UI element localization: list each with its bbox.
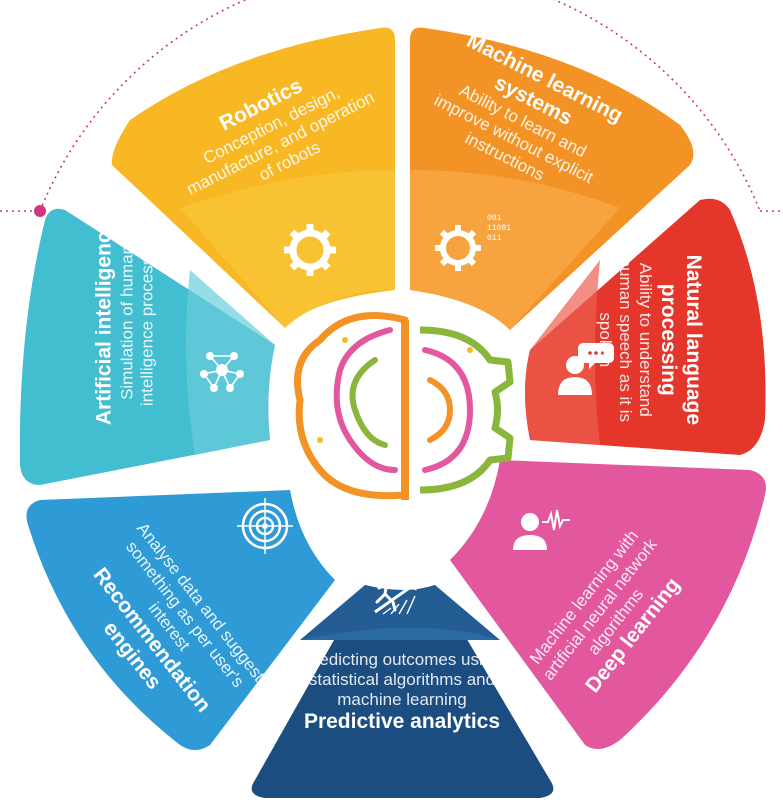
artificial-intelligence-title: Artificial intelligence — [92, 219, 116, 426]
nlp-description: Ability to understand human speech as it… — [596, 257, 656, 423]
predictive-analytics-description: Predicting outcomes using statistical al… — [302, 650, 502, 710]
dotted-arc-dot — [34, 205, 46, 217]
segment-recommendation — [26, 490, 335, 750]
artificial-intelligence-description: Simulation of human intelligence process… — [117, 238, 157, 407]
segment-machine-learning — [410, 27, 694, 330]
binary-line: 011 — [487, 234, 502, 243]
segment-deep-learning — [450, 460, 766, 749]
network-icon — [200, 352, 244, 392]
brain-gear-icon — [294, 312, 514, 500]
person-waveform-icon — [513, 509, 570, 550]
artificial-intelligence-label: Artificial intelligence Simulation of hu… — [93, 207, 158, 437]
segment-artificial-intelligence — [19, 208, 276, 485]
binary-line: 11001 — [487, 224, 512, 233]
target-icon — [237, 498, 293, 554]
binary-text: 001 11001 011 — [487, 214, 511, 244]
nlp-label: Natural language processing Ability to u… — [595, 235, 705, 445]
predictive-analytics-title: Predictive analytics — [303, 710, 501, 734]
gear-binary-icon — [435, 225, 481, 271]
binary-line: 001 — [487, 214, 502, 223]
nlp-title: Natural language processing — [657, 254, 705, 426]
predictive-analytics-label: Predicting outcomes using statistical al… — [292, 650, 512, 735]
climbing-person-icon — [374, 571, 420, 615]
speech-person-icon — [558, 343, 614, 395]
gear-icon — [284, 224, 336, 276]
